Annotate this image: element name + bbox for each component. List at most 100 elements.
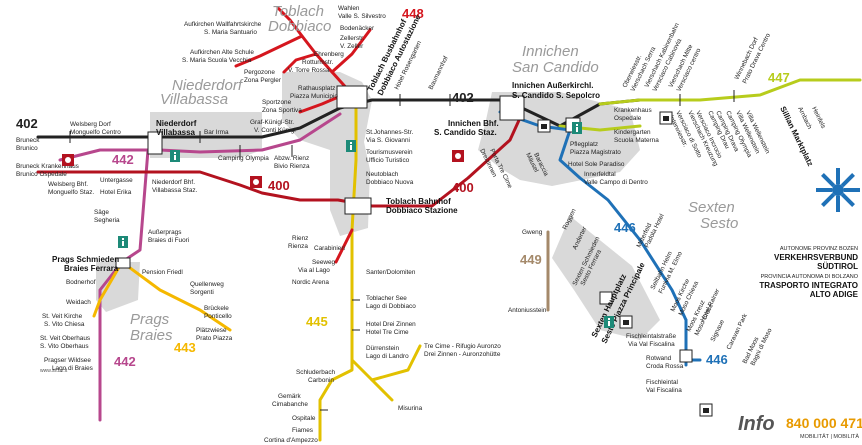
stop-zona-pergler: Zona Pergler xyxy=(244,77,282,84)
stop-ufficio-turistico: Ufficio Turistico xyxy=(366,157,410,164)
stop-hotel-erika: Hotel Erika xyxy=(100,189,132,196)
line-445-nordic xyxy=(334,228,354,264)
info-icon xyxy=(170,150,180,162)
stop-s-maria-santuario: S. Maria Santuario xyxy=(204,29,257,36)
stop-weidach: Weidach xyxy=(66,299,91,306)
stop-brueckele: Brückele xyxy=(204,305,229,312)
stop-santer: Santer/Dolomiten xyxy=(366,269,416,276)
town-prags: Prags xyxy=(130,311,170,328)
info-tagline: MOBILITÄT | MOBILITÀ xyxy=(800,433,859,440)
stop-ehrenberg: Ehrenberg xyxy=(314,51,344,58)
route-449-label: 449 xyxy=(520,252,542,267)
cable-car-icon xyxy=(659,111,673,125)
stop-v-conti-kuenigl: V. Conti Künigl xyxy=(254,127,296,134)
stop-sorgenti: Sorgenti xyxy=(190,289,214,296)
stop-graf-kuenigl: Graf-Künigl-Str. xyxy=(250,119,294,126)
info-hotline-logo[interactable]: Info 840 000 471 MOBILITÄT | MOBILITÀ xyxy=(738,413,862,440)
toblach-busbahnhof-hub[interactable] xyxy=(336,85,368,109)
stop-v-torre-rossa: V. Torre Rossa xyxy=(288,67,330,74)
stop-quellenweg: Quellenweg xyxy=(190,281,224,288)
stop-via-val-fiscalina: Via Val Fiscalina xyxy=(628,341,675,348)
niederdorf-hub[interactable] xyxy=(147,131,163,155)
stop-innerfeldtal: Innerfeldtal xyxy=(584,171,616,178)
stop-v-s-giovanni: Via S. Giovanni xyxy=(366,137,410,144)
stop-ospedale: Ospedale xyxy=(614,115,642,122)
stop-braies-ferrara: Braies Ferrara xyxy=(64,264,119,273)
stop-drei-zinnen-huette: Drei Zinnen - Auronzohütte xyxy=(424,351,501,358)
route-448-label: 448 xyxy=(402,6,424,21)
line-448 xyxy=(276,6,352,94)
stop-welsberg-dorf: Welsberg Dorf xyxy=(70,121,111,128)
stop-tourismusverein: Tourismusverein xyxy=(366,149,413,156)
stop-zellerstr: Zellerstr. xyxy=(340,35,365,42)
stop-pragser-wildsee: Pragser Wildsee xyxy=(44,357,91,364)
stop-fiames: Fiames xyxy=(292,427,313,434)
stop-segheria: Segheria xyxy=(94,217,120,224)
stop-rotwand: Rotwand xyxy=(646,355,672,362)
stop-prags-schmieden: Prags Schmieden xyxy=(52,255,119,264)
logo-org-de2: VERKEHRSVERBUND xyxy=(774,253,858,262)
stop-ospitale: Ospitale xyxy=(292,415,316,422)
line-443b xyxy=(92,260,124,318)
sexten-hub[interactable] xyxy=(599,291,613,305)
route-402-label-east: 402 xyxy=(452,90,474,105)
stop-aufkirchen-wall: Aufkirchen Wallfahrtskirche xyxy=(184,21,262,28)
route-402-label: 402 xyxy=(16,116,38,131)
stop-innichen-bhf: Innichen Bhf. xyxy=(448,119,499,128)
stop-pflegplatz: Pflegplatz xyxy=(570,141,598,148)
stop-camping-olympia: Camping Olympia xyxy=(218,155,269,162)
route-400-label: 400 xyxy=(268,178,290,193)
stop-pergozone: Pergozone xyxy=(244,69,275,76)
stop-dobbiaco-nuova: Dobbiaco Nuova xyxy=(366,179,414,186)
stop-valle-campo-dentro: Valle Campo di Dentro xyxy=(584,179,648,186)
snowflake-emblem xyxy=(816,168,860,212)
stop-toblach-bhf: Toblach Bahnhof xyxy=(386,197,451,206)
innichen-bhf-hub[interactable] xyxy=(499,95,525,121)
prags-schmieden-hub[interactable] xyxy=(115,257,131,269)
stop-s-maria-scuola: S. Maria Scuola Vecchia xyxy=(182,57,252,64)
town-innichen: Innichen xyxy=(522,43,579,60)
website-url[interactable]: www.sii.bz.it xyxy=(40,368,68,374)
stop-cimabanche: Cimabanche xyxy=(272,401,308,408)
info-phone[interactable]: 840 000 471 xyxy=(786,415,862,431)
line-443 xyxy=(120,260,232,332)
info-icon xyxy=(118,236,128,248)
stop-ausserprags: Außerprags xyxy=(148,229,181,236)
stop-niederdorf-bhf: Niederdorf Bhf. xyxy=(152,179,195,186)
stop-piazza-magistrato: Piazza Magistrato xyxy=(570,149,621,156)
stop-bodenacker: Bodenäcker xyxy=(340,25,375,32)
stop-bar-irma: Bar Irma xyxy=(204,129,229,136)
logo-org-it: PROVINCIA AUTONOMA DI BOLZANO xyxy=(761,274,859,280)
stop-villabassa-staz: Villabassa Staz. xyxy=(152,187,198,194)
toblach-bahnhof-hub[interactable] xyxy=(344,197,372,215)
stop-abzw-rienz: Abzw. Rienz xyxy=(274,155,309,162)
town-dobbiaco: Dobbiaco xyxy=(268,18,331,35)
stop-villabassa: Villabassa xyxy=(156,128,196,137)
route-446-label-south: 446 xyxy=(706,352,728,367)
stop-schluderbach: Schluderbach xyxy=(296,369,336,376)
stop-neutoblach: Neutoblach xyxy=(366,171,399,178)
info-icon xyxy=(572,122,582,134)
stop-st-veit-oberhaus: St. Veit Oberhaus xyxy=(40,335,90,342)
stop-toblacher-see: Toblacher See xyxy=(366,295,407,302)
stop-brunico-fh: Brunico Ospedale xyxy=(16,171,67,178)
stop-fischleintal: Fischleintal xyxy=(646,379,678,386)
line-448-branch3 xyxy=(234,34,304,68)
route-442-label-south: 442 xyxy=(114,354,136,369)
stop-signaue: Signaue xyxy=(710,318,727,343)
stop-piazza-municipio: Piazza Municipio xyxy=(290,93,338,100)
stop-s-candido-sepolcro: S. Candido S. Sepolcro xyxy=(512,91,600,100)
cable-car-icon xyxy=(537,119,551,133)
logo-org-it2: TRASPORTO INTEGRATO xyxy=(759,281,858,290)
stop-lago-dobbiaco: Lago di Dobbiaco xyxy=(366,303,416,310)
stop-monguelfo-centro: Monguelfo Centro xyxy=(70,129,121,136)
fischleintal-hub[interactable] xyxy=(679,349,693,363)
cable-car-icon xyxy=(699,403,713,417)
stop-s-vito-oberhaus: S. Vito Oberhaus xyxy=(40,343,89,350)
town-villabassa: Villabassa xyxy=(160,91,228,108)
stop-rathausplatz: Rathausplatz xyxy=(298,85,335,92)
route-445-label: 445 xyxy=(306,314,328,329)
stop-krankenhaus: Krankenhaus xyxy=(614,107,652,114)
stop-st-johannes: St.Johannes-Str. xyxy=(366,129,413,136)
